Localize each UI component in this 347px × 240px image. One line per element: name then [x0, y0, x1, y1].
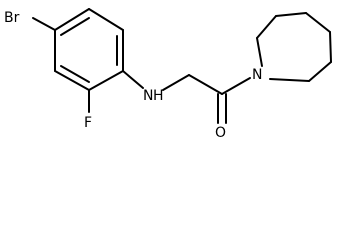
bond-azepane-7: [269, 78, 310, 82]
structure-diagram: Br F N H O N: [4, 8, 332, 139]
double-bond-inner-upper-left: [60, 17, 90, 36]
bond-c6-c1: [54, 8, 90, 31]
bond-carbonyl-n: [221, 77, 251, 95]
bond-c3-c4: [88, 70, 124, 91]
bond-nh-ch2: [162, 74, 190, 91]
bond-azepane-5: [329, 31, 332, 63]
atom-fluorine: F: [84, 115, 92, 131]
bond-azepane-2: [256, 15, 277, 39]
azepane-ring: [256, 12, 332, 82]
atom-bromine: Br: [4, 10, 20, 26]
benzene-ring: [54, 8, 124, 91]
bond-c-br: [32, 17, 56, 31]
atom-amine-hydrogen: H: [153, 88, 164, 104]
bond-c-nh: [122, 70, 144, 89]
bond-c1-c2: [88, 8, 124, 31]
bond-ch2-carbonyl: [188, 74, 223, 95]
bond-azepane-3: [275, 12, 307, 17]
bond-azepane-6: [308, 61, 332, 82]
bond-azepane-1: [256, 37, 263, 67]
double-bond-inner-lower-left: [60, 65, 90, 83]
atom-amine-nitrogen: N: [143, 88, 153, 104]
atom-ring-nitrogen: N: [252, 67, 262, 83]
bond-c4-c5: [54, 70, 90, 91]
bond-azepane-4: [305, 12, 331, 33]
atom-carbonyl-oxygen: O: [215, 125, 226, 139]
